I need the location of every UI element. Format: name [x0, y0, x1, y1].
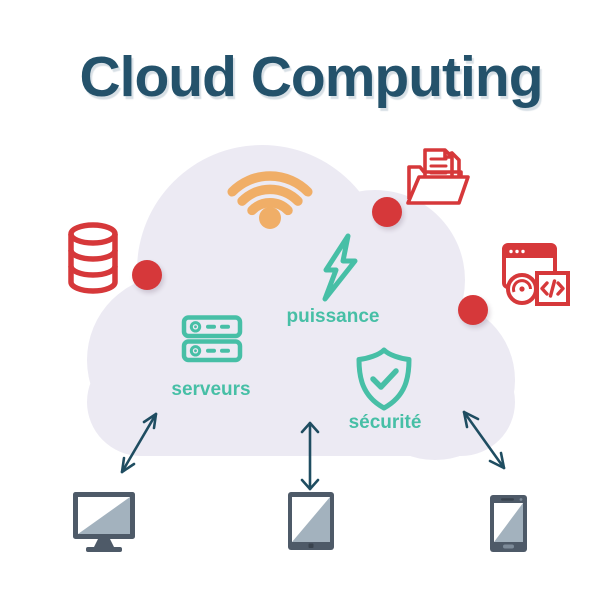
connection-dot — [458, 295, 488, 325]
label-serveurs: serveurs — [171, 379, 251, 400]
database-icon — [68, 222, 118, 294]
label-puissance: puissance — [286, 306, 380, 327]
server-stack-icon — [181, 315, 243, 363]
double-arrow-connector-right — [462, 410, 506, 470]
page-title: Cloud Computing — [79, 45, 543, 109]
tablet-icon — [288, 492, 334, 550]
double-arrow-connector-middle — [300, 421, 320, 491]
wifi-icon — [227, 171, 313, 229]
monitor-icon — [73, 492, 135, 552]
smartphone-icon — [490, 495, 527, 552]
connection-dot — [132, 260, 162, 290]
shield-check-icon — [356, 347, 412, 411]
folder-document-icon — [406, 148, 470, 205]
browser-code-icon — [502, 243, 570, 306]
cloud-base — [87, 348, 515, 456]
connection-dot — [372, 197, 402, 227]
double-arrow-connector-left — [120, 412, 158, 474]
lightning-icon — [322, 233, 358, 302]
label-securite: sécurité — [348, 412, 422, 433]
